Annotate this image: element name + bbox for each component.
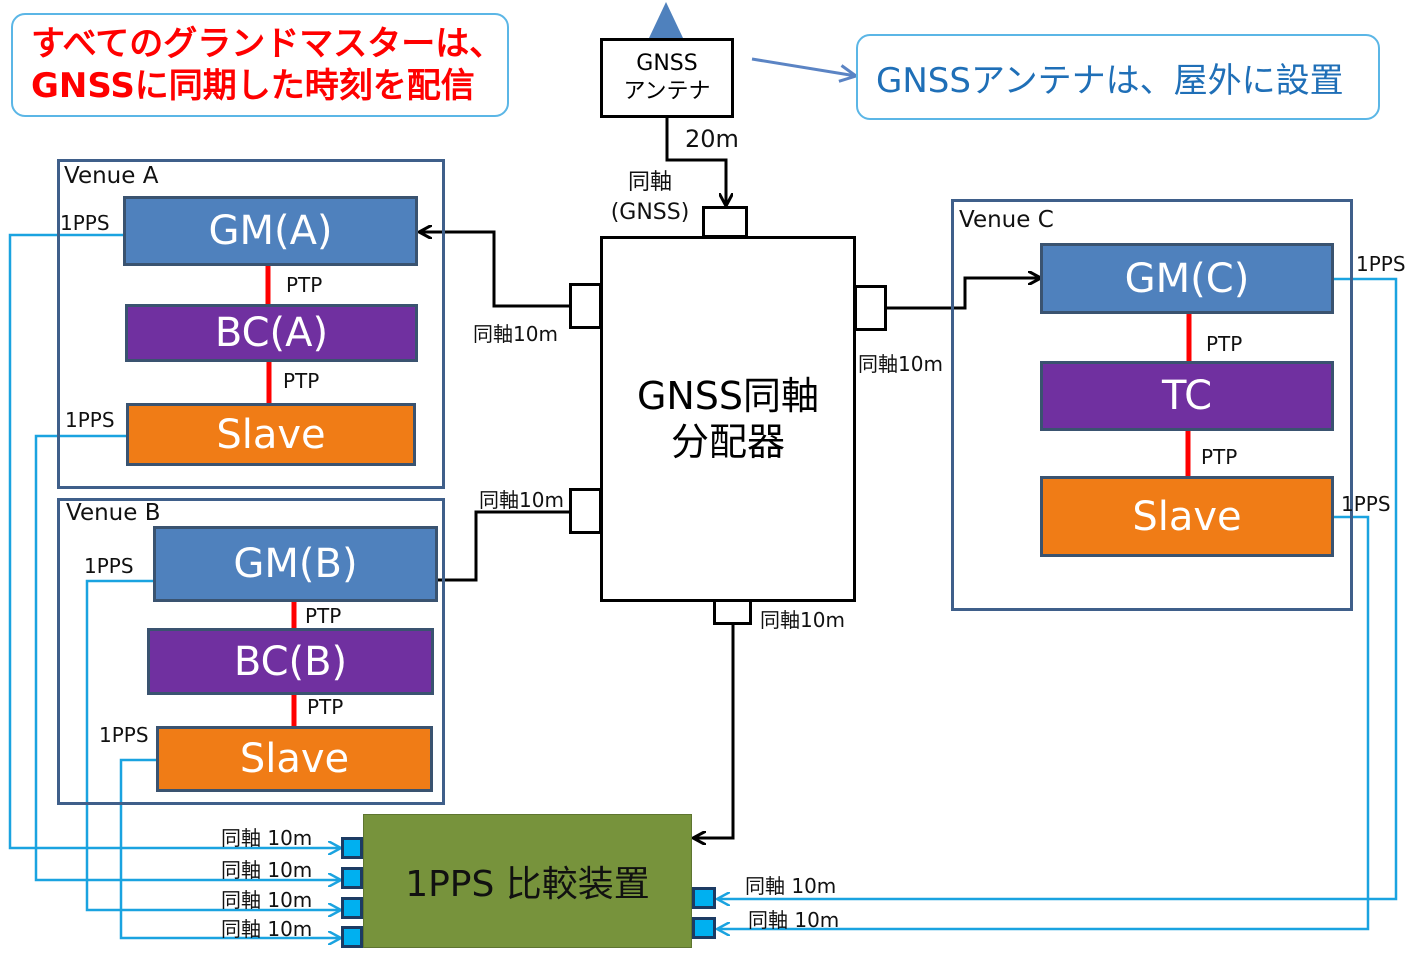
antenna-icon — [649, 2, 683, 38]
gm-b: GM(B) — [153, 526, 438, 602]
comparator-left-label: 同軸 10m — [221, 858, 313, 882]
venue-b — [57, 498, 445, 805]
bc-a: BC(A) — [125, 304, 418, 362]
antenna-feed-wire — [665, 116, 726, 205]
splitter-port-c-label: 同軸10m — [858, 352, 943, 376]
ptp-label: PTP — [286, 273, 323, 297]
coax-wire-gm-b — [437, 510, 571, 582]
splitter-port-b-label: 同軸10m — [479, 488, 564, 512]
slave-b: Slave — [156, 726, 433, 792]
splitter-input-label: 同軸 (GNSS) — [600, 168, 700, 228]
splitter-line1: GNSS同軸 — [636, 374, 820, 418]
comparator-port-right — [692, 917, 716, 939]
comparator-port-right — [692, 887, 716, 909]
comparator-port-left — [341, 837, 363, 859]
comparator-left-label: 同軸 10m — [221, 888, 313, 912]
splitter-port-bottom — [713, 599, 752, 625]
pps-wire — [34, 434, 340, 880]
callout-blue-text: GNSSアンテナは、屋外に設置 — [876, 60, 1344, 101]
comparator-right-label: 同軸 10m — [748, 908, 840, 932]
pps-label: 1PPS — [1341, 492, 1391, 516]
callout-pointer — [751, 57, 856, 76]
coax-wire-comparator — [694, 622, 735, 838]
antenna-cable-label: 20m — [685, 125, 739, 153]
pps-wire — [119, 758, 340, 938]
grandmaster-callout: すべてのグランドマスターは、 GNSSに同期した時刻を配信 — [11, 13, 509, 117]
tc-c: TC — [1040, 361, 1334, 431]
pps-label: 1PPS — [99, 723, 149, 747]
pps-label: 1PPS — [84, 554, 134, 578]
pps-wire — [85, 579, 340, 910]
venue-a-title: Venue A — [64, 163, 159, 189]
comparator-port-left — [341, 867, 363, 889]
pps-label: 1PPS — [60, 211, 110, 235]
comparator-port-left — [341, 897, 363, 919]
coax-wire-gm-a — [420, 232, 571, 308]
splitter-input-label-2: (GNSS) — [610, 200, 690, 225]
ptp-label: PTP — [1206, 332, 1243, 356]
comparator-title: 1PPS 比較装置 — [405, 864, 650, 905]
venue-c — [951, 199, 1353, 611]
comparator-left-label: 同軸 10m — [221, 826, 313, 850]
venue-c-title: Venue C — [959, 207, 1054, 233]
splitter-port-a-label: 同軸10m — [473, 322, 558, 346]
pps-wire — [8, 233, 340, 848]
bc-b: BC(B) — [147, 628, 434, 695]
gnss-antenna: GNSS アンテナ — [600, 38, 734, 118]
venue-a — [57, 159, 445, 489]
splitter-port-b — [569, 488, 602, 534]
splitter-port-bottom-label: 同軸10m — [760, 608, 845, 632]
splitter-port-a — [569, 283, 602, 329]
comparator-right-label: 同軸 10m — [745, 874, 837, 898]
ptp-label: PTP — [307, 695, 344, 719]
pps-label: 1PPS — [1356, 252, 1406, 276]
comparator-port-left — [341, 926, 363, 948]
venue-b-title: Venue B — [66, 500, 161, 526]
gm-c: GM(C) — [1040, 243, 1334, 314]
splitter-input-label-1: 同軸 — [627, 170, 672, 195]
ptp-label: PTP — [283, 369, 320, 393]
pps-wire — [718, 277, 1398, 899]
slave-c: Slave — [1040, 476, 1334, 557]
comparator-left-label: 同軸 10m — [221, 917, 313, 941]
callout-red-line1: すべてのグランドマスターは、 — [31, 24, 504, 64]
gm-a: GM(A) — [123, 196, 418, 266]
slave-a: Slave — [126, 403, 416, 466]
antenna-line1: GNSS — [636, 51, 698, 76]
antenna-line2: アンテナ — [623, 79, 711, 104]
callout-red-line2: GNSSに同期した時刻を配信 — [31, 66, 475, 106]
splitter-port-c — [854, 285, 887, 331]
coax-wire-gm-c — [885, 278, 1040, 310]
pps-label: 1PPS — [65, 408, 115, 432]
ptp-label: PTP — [1201, 445, 1238, 469]
gnss-splitter: GNSS同軸 分配器 — [600, 236, 856, 602]
splitter-input-port — [702, 206, 748, 238]
antenna-callout: GNSSアンテナは、屋外に設置 — [856, 34, 1380, 120]
ptp-label: PTP — [305, 604, 342, 628]
pps-comparator: 1PPS 比較装置 — [363, 814, 692, 948]
splitter-line2: 分配器 — [670, 420, 785, 464]
